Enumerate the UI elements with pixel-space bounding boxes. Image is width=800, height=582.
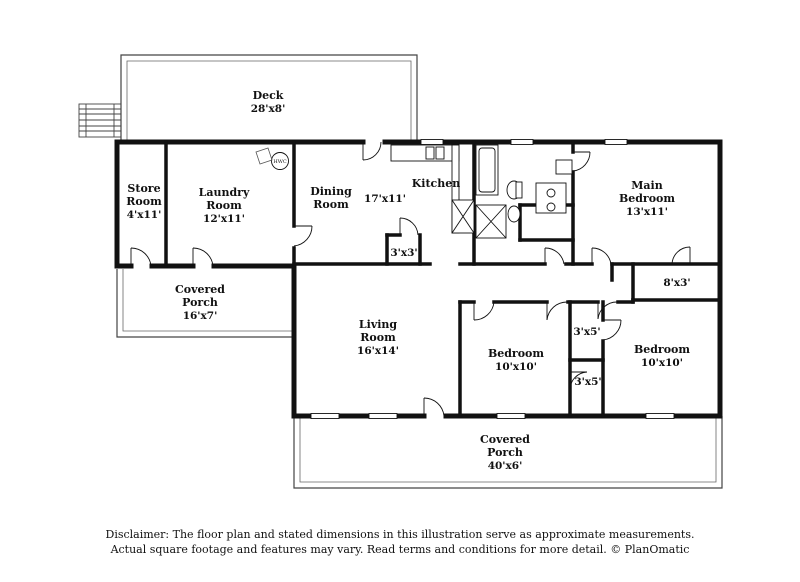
covered-porch-side-label: Covered Porch 16'x7' [175, 283, 225, 322]
svg-text:Porch: Porch [182, 296, 218, 309]
bath-vanity [535, 182, 567, 214]
bedroom-2-label: Bedroom 10'x10' [488, 347, 544, 373]
disclaimer-line-2: Actual square footage and features may v… [110, 543, 690, 556]
svg-text:17'x11': 17'x11' [364, 193, 406, 205]
svg-text:Covered: Covered [480, 433, 530, 446]
svg-text:3'x5': 3'x5' [573, 326, 600, 338]
toilet [506, 180, 523, 200]
covered-porch-side-outline [116, 269, 294, 338]
svg-text:Room: Room [360, 331, 396, 344]
kitchen-counter [390, 144, 475, 234]
shower [475, 204, 507, 239]
main-bedroom-label: Main Bedroom 13'x11' [619, 179, 675, 218]
svg-text:Laundry: Laundry [199, 186, 250, 199]
svg-text:Room: Room [126, 195, 162, 208]
svg-text:Living: Living [359, 318, 397, 331]
svg-text:HWC: HWC [273, 159, 286, 165]
svg-text:Store: Store [127, 182, 160, 195]
covered-porch-front-outline [293, 416, 723, 489]
bedroom-3-label: Bedroom 10'x10' [634, 343, 690, 369]
dining-room-label: Dining Room [310, 185, 352, 211]
svg-text:Bedroom: Bedroom [619, 192, 675, 205]
disclaimer-line-1: Disclaimer: The floor plan and stated di… [105, 528, 695, 541]
svg-text:16'x7': 16'x7' [183, 310, 218, 322]
covered-porch-front-label: Covered Porch 40'x6' [480, 433, 530, 472]
svg-text:Porch: Porch [487, 446, 523, 459]
svg-text:Covered: Covered [175, 283, 225, 296]
interior-walls [164, 140, 722, 418]
water-heater: HWC [271, 152, 289, 170]
closet-upper-label: 3'x5' [573, 326, 600, 338]
svg-text:3'x5': 3'x5' [574, 376, 601, 388]
svg-text:10'x10': 10'x10' [641, 357, 683, 369]
closet-lower-label: 3'x5' [574, 376, 601, 388]
bath-sink-top [555, 159, 573, 175]
laundry-appliance [255, 147, 273, 165]
svg-text:10'x10': 10'x10' [495, 361, 537, 373]
svg-text:Bedroom: Bedroom [634, 343, 690, 356]
svg-text:8'x3': 8'x3' [663, 277, 690, 289]
svg-text:Room: Room [206, 199, 242, 212]
svg-text:Main: Main [631, 179, 662, 192]
living-room-label: Living Room 16'x14' [357, 318, 399, 357]
pantry-label: 3'x3' [390, 247, 417, 259]
deck-label: Deck 28'x8' [251, 89, 286, 115]
main-closet-label: 8'x3' [663, 277, 690, 289]
svg-text:28'x8': 28'x8' [251, 103, 286, 115]
svg-text:16'x14': 16'x14' [357, 345, 399, 357]
svg-text:Deck: Deck [253, 89, 284, 102]
bathtub [475, 144, 499, 196]
store-room-label: Store Room 4'x11' [126, 182, 162, 221]
svg-text:4'x11': 4'x11' [127, 209, 162, 221]
deck-stairs [78, 103, 122, 138]
doors [130, 141, 691, 417]
svg-text:Bedroom: Bedroom [488, 347, 544, 360]
toilet-2 [507, 205, 521, 223]
kitchen-label: Kitchen 17'x11' [364, 177, 460, 205]
svg-text:Room: Room [313, 198, 349, 211]
svg-text:40'x6': 40'x6' [488, 460, 523, 472]
svg-text:3'x3': 3'x3' [390, 247, 417, 259]
svg-text:13'x11': 13'x11' [626, 206, 668, 218]
windows [310, 139, 675, 419]
svg-text:Dining: Dining [310, 185, 352, 198]
deck [120, 54, 418, 142]
svg-text:12'x11': 12'x11' [203, 213, 245, 225]
svg-text:Kitchen: Kitchen [412, 177, 461, 190]
laundry-room-label: Laundry Room 12'x11' [199, 186, 250, 225]
